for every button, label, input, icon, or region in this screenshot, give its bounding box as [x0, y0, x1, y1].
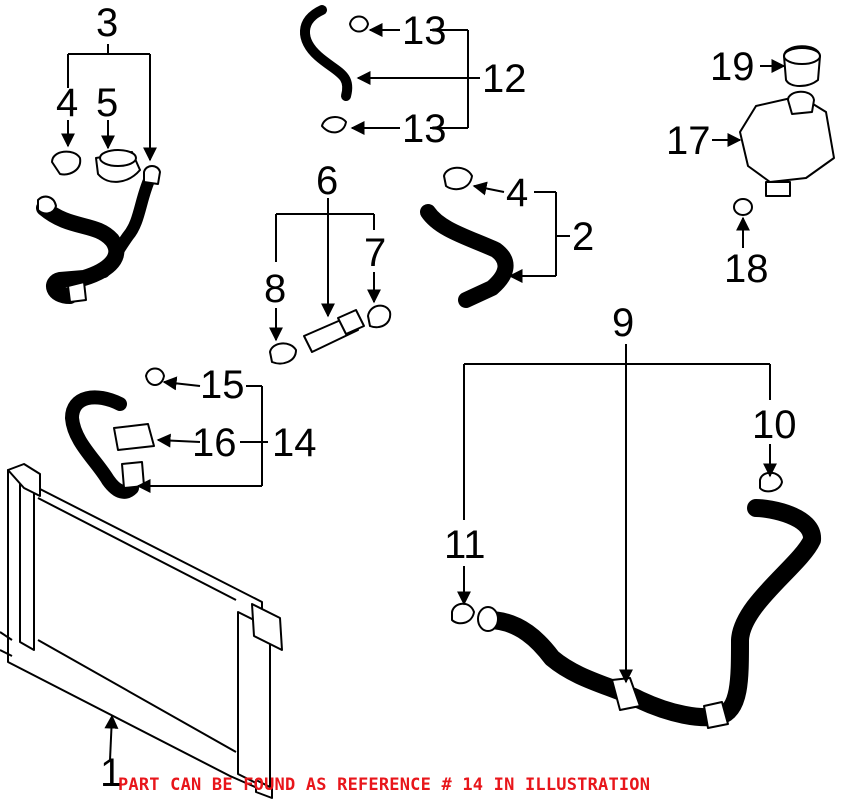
expansion-tank-drawing	[733, 45, 835, 216]
small-hose-assembly-drawing	[300, 5, 369, 134]
ref-label-11: 11	[444, 523, 486, 567]
ref-label-17: 17	[666, 119, 711, 163]
ref-label-4: 4	[56, 81, 78, 125]
ref-label-9: 9	[612, 301, 634, 345]
upper-hose-assembly-drawing	[36, 149, 161, 304]
callout-lines	[61, 23, 786, 761]
hose-2-drawing	[420, 166, 514, 308]
ref-label-4-right: 4	[506, 171, 528, 215]
connector-pipe-drawing	[269, 304, 392, 365]
ref-label-1: 1	[100, 751, 122, 795]
ref-label-13-top: 13	[402, 9, 447, 53]
ref-label-7: 7	[364, 231, 386, 275]
ref-label-10: 10	[752, 403, 797, 447]
ref-label-18: 18	[724, 247, 769, 291]
reference-note: PART CAN BE FOUND AS REFERENCE # 14 IN I…	[118, 775, 650, 795]
ref-label-5: 5	[96, 81, 118, 125]
ref-label-2: 2	[572, 215, 594, 259]
reference-labels: 3 4 5 13 12 13 6 7 8 4 2 19 17 18 9 10 1…	[56, 1, 797, 795]
ref-label-19: 19	[710, 45, 755, 89]
ref-label-3: 3	[96, 1, 118, 45]
ref-label-15: 15	[200, 363, 245, 407]
ref-label-8: 8	[264, 267, 286, 311]
ref-label-13-bottom: 13	[402, 107, 447, 151]
ref-label-6: 6	[316, 159, 338, 203]
ref-label-14: 14	[272, 421, 317, 465]
ref-label-16: 16	[192, 421, 237, 465]
radiator-drawing	[0, 463, 283, 799]
hose-14-drawing	[65, 367, 165, 499]
pipe-9-drawing	[451, 471, 821, 729]
ref-label-12: 12	[482, 57, 527, 101]
